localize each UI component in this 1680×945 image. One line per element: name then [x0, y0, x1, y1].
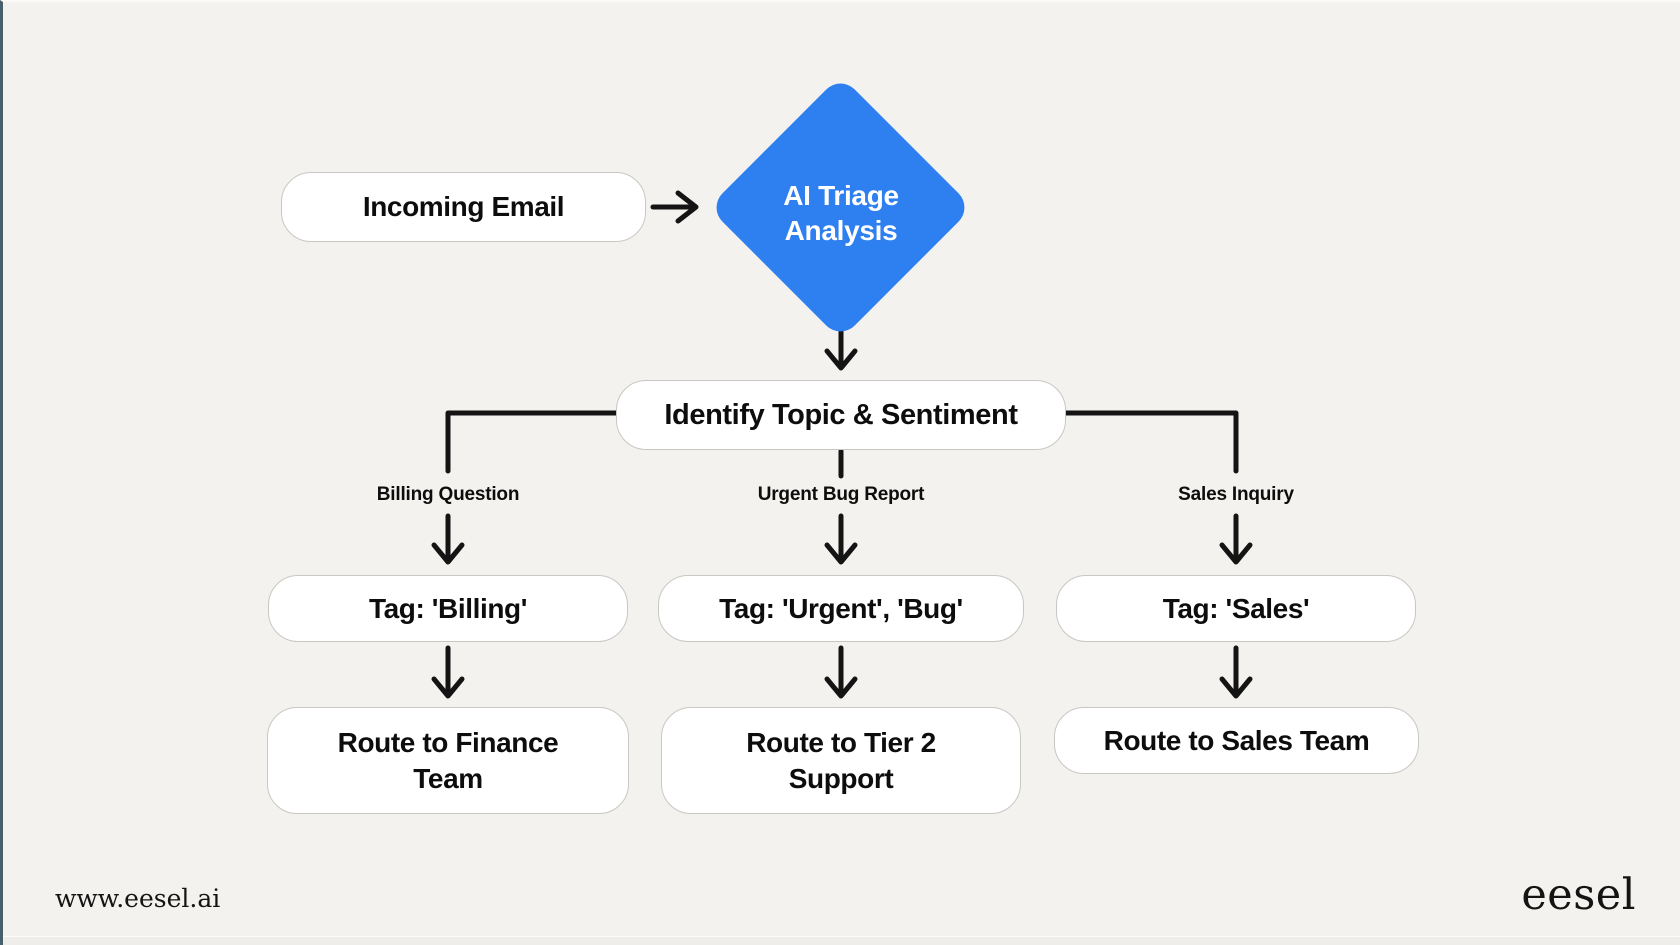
node-identify-topic-sentiment: Identify Topic & Sentiment — [616, 380, 1066, 450]
arrow-tag-sales-to-route — [1219, 645, 1253, 699]
diamond-label-line2: Analysis — [784, 215, 898, 246]
branch-label-urgent-bug-report: Urgent Bug Report — [757, 484, 925, 505]
node-tag-urgent-bug: Tag: 'Urgent', 'Bug' — [658, 575, 1024, 642]
arrow-email-to-triage — [650, 190, 699, 224]
arrow-tag-urgent-to-route — [824, 645, 858, 699]
node-incoming-email: Incoming Email — [281, 172, 646, 242]
bottom-edge-strip — [3, 936, 1680, 945]
node-tag-sales: Tag: 'Sales' — [1056, 575, 1416, 642]
connector-lines — [431, 190, 1253, 699]
eesel-logo: eesel — [1521, 870, 1636, 920]
footer-website-url: www.eesel.ai — [55, 884, 221, 913]
node-route-sales-team: Route to Sales Team — [1054, 707, 1419, 774]
node-tag-billing: Tag: 'Billing' — [268, 575, 628, 642]
branch-label-sales-inquiry: Sales Inquiry — [1178, 484, 1294, 505]
branch-label-billing-question: Billing Question — [376, 484, 520, 505]
diamond-label-line1: AI Triage — [783, 180, 899, 211]
node-route-finance-team: Route to Finance Team — [267, 707, 629, 814]
decision-diamond-label: AI Triage Analysis — [691, 178, 991, 248]
node-route-tier2-support: Route to Tier 2 Support — [661, 707, 1021, 814]
connector-right-branch — [1063, 410, 1239, 474]
arrow-billing-to-tag — [431, 513, 465, 565]
arrow-tag-billing-to-route — [431, 645, 465, 699]
arrow-urgent-to-tag — [824, 513, 858, 565]
connector-left-branch — [445, 410, 619, 474]
arrow-sales-to-tag — [1219, 513, 1253, 565]
